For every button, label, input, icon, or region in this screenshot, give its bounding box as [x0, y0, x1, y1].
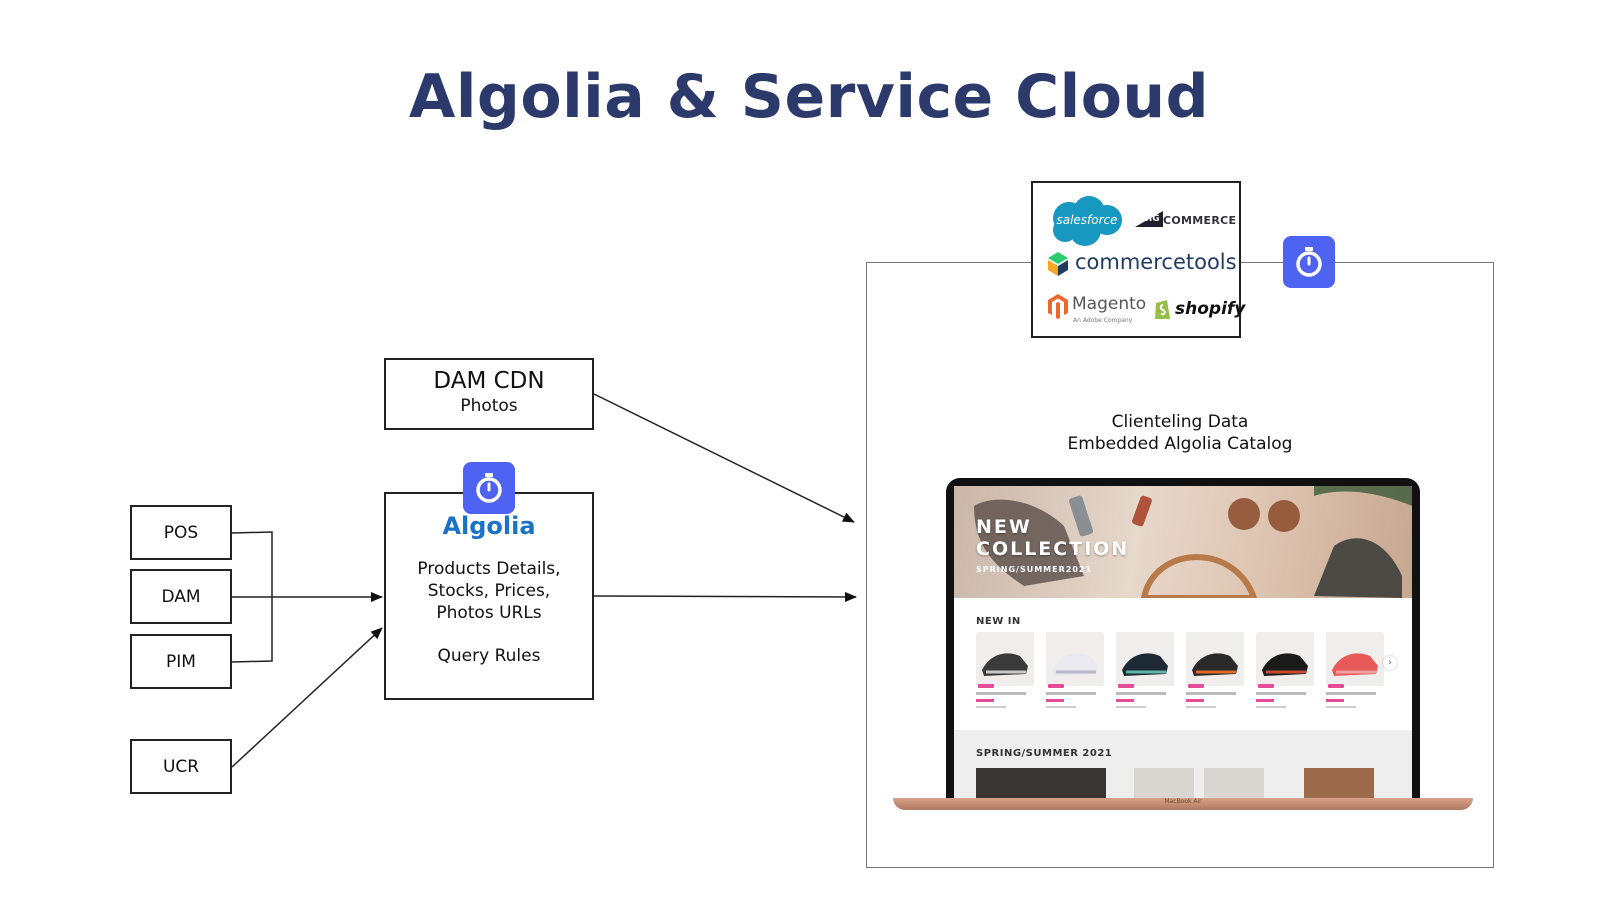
product-badge: [1048, 684, 1064, 688]
product-card[interactable]: [1326, 632, 1384, 722]
product-rating: [1116, 706, 1146, 708]
product-rating: [1186, 706, 1216, 708]
source-ucr: UCR: [130, 739, 232, 794]
bigcommerce-rest: COMMERCE: [1163, 214, 1237, 227]
page-title: Algolia & Service Cloud: [408, 62, 1210, 132]
dam-cdn-subtitle: Photos: [460, 396, 518, 416]
product-card[interactable]: [1046, 632, 1104, 722]
product-image: [976, 632, 1034, 686]
product-row: [976, 632, 1396, 722]
laptop-model-label: MacBook Air: [1164, 798, 1202, 805]
hero-banner: NEW COLLECTION SPRING/SUMMER2021: [954, 486, 1412, 598]
product-title: [976, 692, 1026, 695]
spring-thumb-4: [1304, 768, 1374, 798]
product-price: [1116, 699, 1134, 702]
hero-line2: COLLECTION: [976, 538, 1130, 560]
hero-products-art: [974, 486, 1412, 598]
laptop-display: NEW COLLECTION SPRING/SUMMER2021 NEW IN …: [954, 486, 1412, 798]
source-pos-label: POS: [163, 522, 199, 543]
bigcommerce-big: BIG: [1142, 214, 1160, 224]
algolia-details-line2: Stocks, Prices,: [427, 581, 551, 601]
caption-line2: Embedded Algolia Catalog: [1067, 434, 1293, 454]
product-image: [1186, 632, 1244, 686]
product-title: [1046, 692, 1096, 695]
magento-logo: Magento An Adobe Company: [1047, 293, 1147, 329]
algolia-details-line3: Photos URLs: [436, 603, 542, 623]
product-badge: [978, 684, 994, 688]
salesforce-logo: salesforce: [1047, 194, 1127, 250]
commercetools-logo: commercetools: [1047, 249, 1237, 277]
product-badge: [1328, 684, 1344, 688]
source-pim: PIM: [130, 634, 232, 689]
service-stopwatch-icon: [1283, 236, 1335, 288]
product-image: [1116, 632, 1174, 686]
magento-sub: An Adobe Company: [1073, 317, 1133, 324]
algolia-box: Algolia Products Details, Stocks, Prices…: [384, 492, 594, 700]
commercetools-label: commercetools: [1075, 250, 1237, 274]
hero-line1: NEW: [976, 516, 1032, 538]
product-card[interactable]: [1186, 632, 1244, 722]
chevron-right-icon[interactable]: ›: [1383, 656, 1397, 670]
product-price: [976, 699, 994, 702]
product-title: [1116, 692, 1166, 695]
product-price: [1256, 699, 1274, 702]
product-rating: [1256, 706, 1286, 708]
product-rating: [1326, 706, 1356, 708]
product-title: [1326, 692, 1376, 695]
dam-cdn-title: DAM CDN: [433, 368, 545, 394]
algolia-stopwatch-icon: [463, 462, 515, 514]
spring-thumb-3: [1204, 768, 1264, 798]
product-image: [1326, 632, 1384, 686]
source-dam-label: DAM: [161, 586, 201, 607]
source-dam: DAM: [130, 569, 232, 624]
laptop-screen: NEW COLLECTION SPRING/SUMMER2021 NEW IN …: [946, 478, 1420, 798]
product-rating: [1046, 706, 1076, 708]
product-badge: [1188, 684, 1204, 688]
algolia-name: Algolia: [442, 512, 536, 540]
product-price: [1046, 699, 1064, 702]
product-image: [1046, 632, 1104, 686]
product-price: [1186, 699, 1204, 702]
product-card[interactable]: [1256, 632, 1314, 722]
spring-thumb-2: [1134, 768, 1194, 798]
shopify-logo: shopify: [1153, 297, 1245, 325]
product-image: [1256, 632, 1314, 686]
new-in-label: NEW IN: [976, 616, 1021, 627]
product-title: [1256, 692, 1306, 695]
product-badge: [1118, 684, 1134, 688]
caption-line1: Clienteling Data: [1111, 412, 1249, 432]
algolia-to-frame-arrow: [593, 591, 857, 602]
product-card[interactable]: [1116, 632, 1174, 722]
damcdn-to-frame-arrow: [593, 393, 855, 523]
bigcommerce-logo: BIG COMMERCE: [1133, 209, 1237, 229]
hero-subtitle: SPRING/SUMMER2021: [976, 565, 1093, 574]
product-price: [1326, 699, 1344, 702]
dam-cdn-box: DAM CDN Photos: [384, 358, 594, 430]
product-card[interactable]: [976, 632, 1034, 722]
product-rating: [976, 706, 1006, 708]
source-pos: POS: [130, 505, 232, 560]
spring-thumb-1: [976, 768, 1106, 798]
source-ucr-label: UCR: [162, 756, 200, 777]
ucr-to-algolia-arrow: [231, 627, 383, 768]
product-title: [1186, 692, 1236, 695]
spring-section-label: SPRING/SUMMER 2021: [976, 748, 1113, 759]
magento-label: Magento: [1072, 294, 1147, 314]
salesforce-label: salesforce: [1056, 213, 1118, 227]
frame-caption: Clienteling Data Embedded Algolia Catalo…: [1010, 411, 1350, 455]
source-pim-label: PIM: [166, 651, 196, 672]
laptop-base: MacBook Air: [893, 798, 1473, 810]
product-badge: [1258, 684, 1274, 688]
algolia-details-line1: Products Details,: [417, 559, 561, 579]
shopify-label: shopify: [1175, 299, 1246, 319]
commerce-platforms-box: salesforce BIG COMMERCE commercetools Ma…: [1031, 181, 1245, 338]
algolia-query-rules: Query Rules: [437, 646, 541, 666]
spring-section: SPRING/SUMMER 2021: [954, 730, 1412, 798]
algolia-details: Products Details, Stocks, Prices, Photos…: [386, 558, 592, 624]
